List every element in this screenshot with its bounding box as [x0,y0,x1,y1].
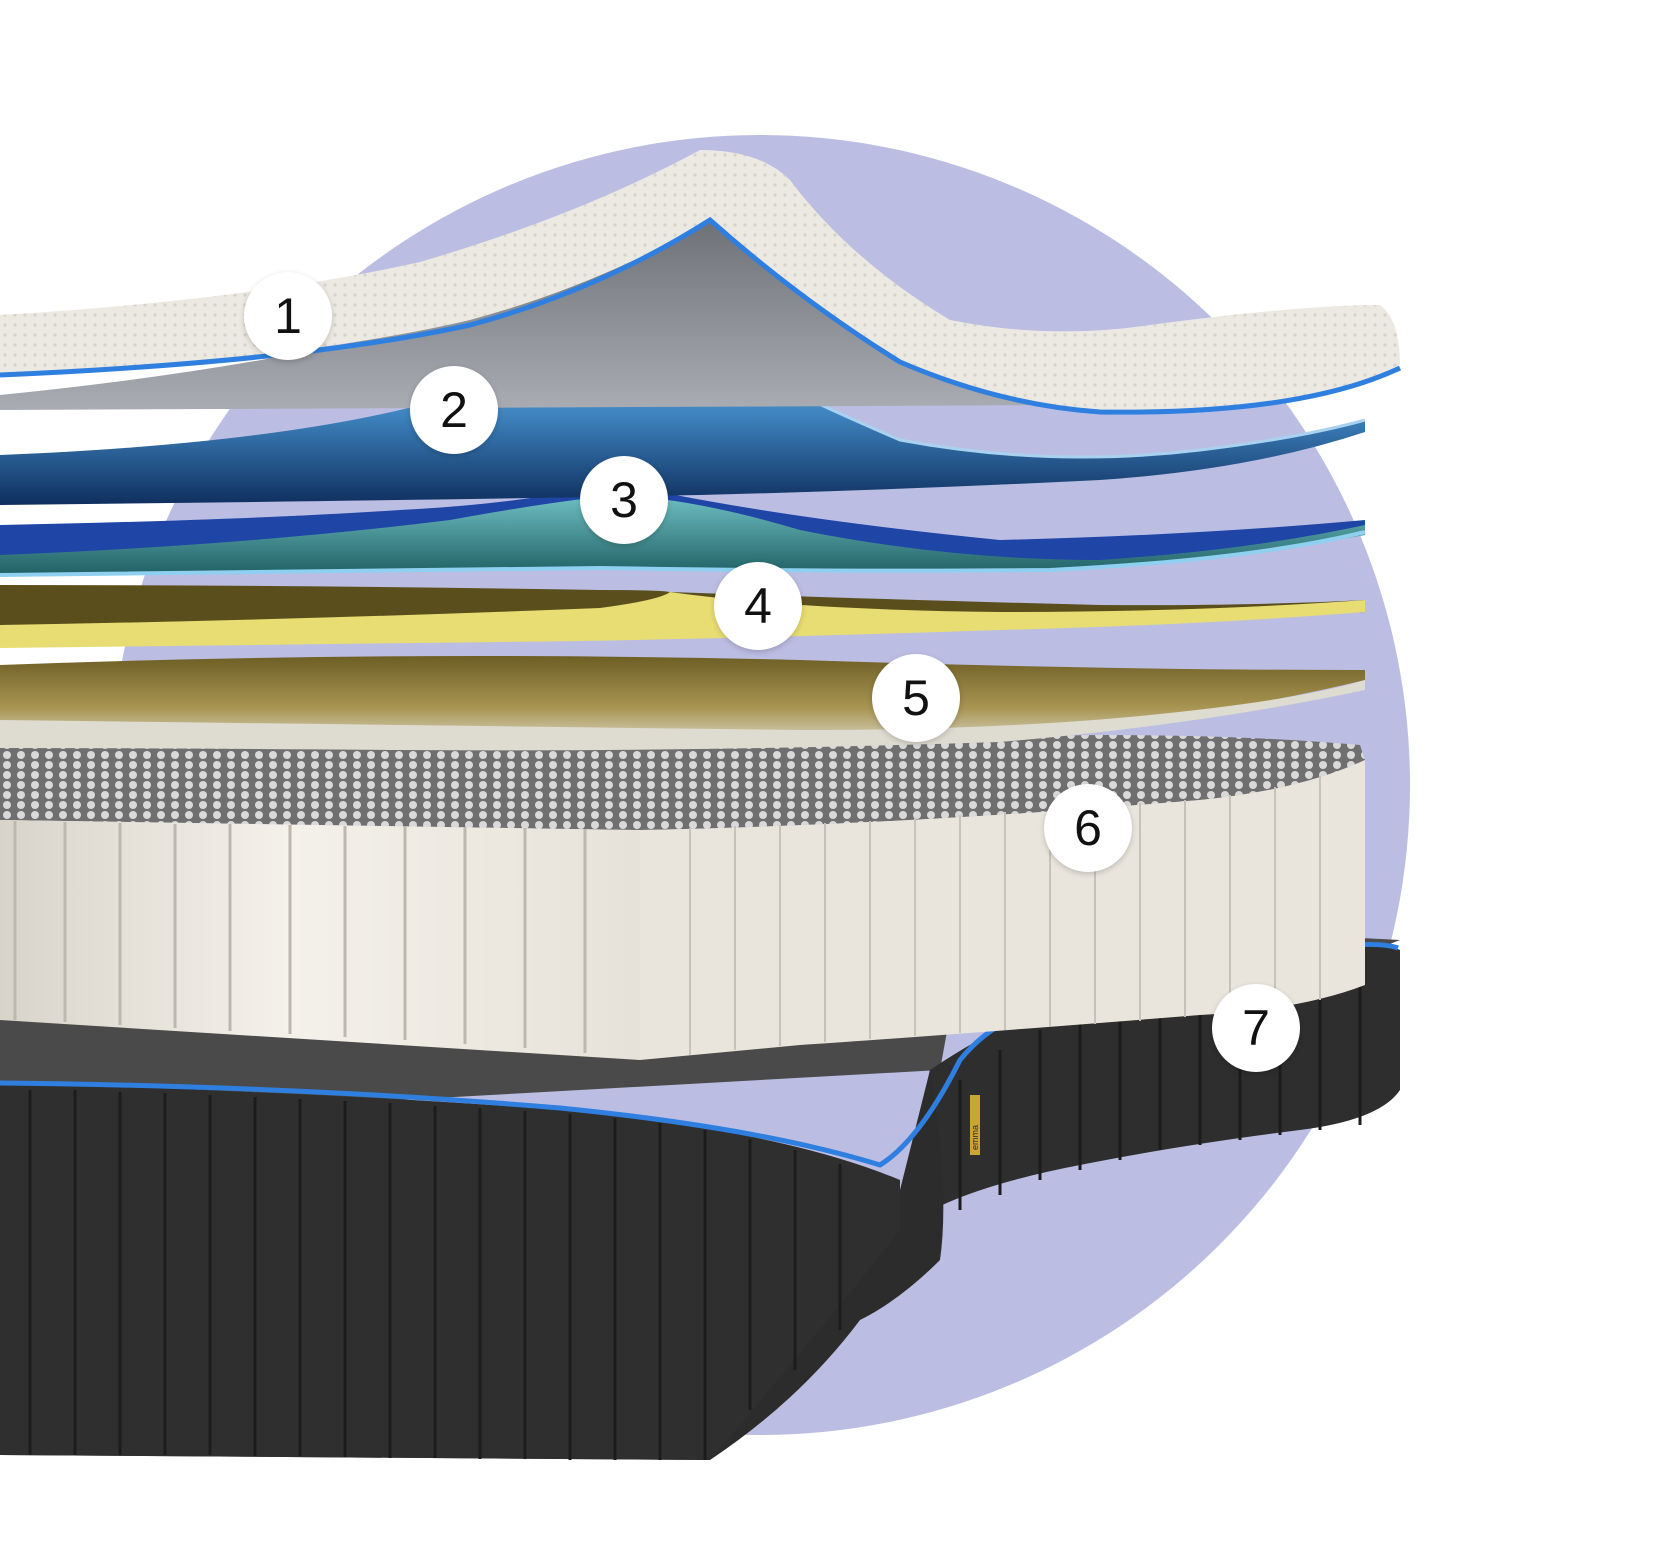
pocket-spring-layer [0,735,1365,1060]
layer-1-badge: 1 [244,272,332,360]
layer-5-badge: 5 [872,654,960,742]
olive-foam-layer [0,656,1365,751]
yellow-foam-layer [0,585,1365,648]
layer-4-badge: 4 [714,562,802,650]
layer-7-badge: 7 [1212,984,1300,1072]
layer-2-badge: 2 [410,366,498,454]
layer-3-badge: 3 [580,456,668,544]
layer-6-badge: 6 [1044,784,1132,872]
brand-tag-label: emma [970,1125,980,1150]
brand-tag [970,1095,980,1155]
top-cover-layer [0,150,1402,415]
